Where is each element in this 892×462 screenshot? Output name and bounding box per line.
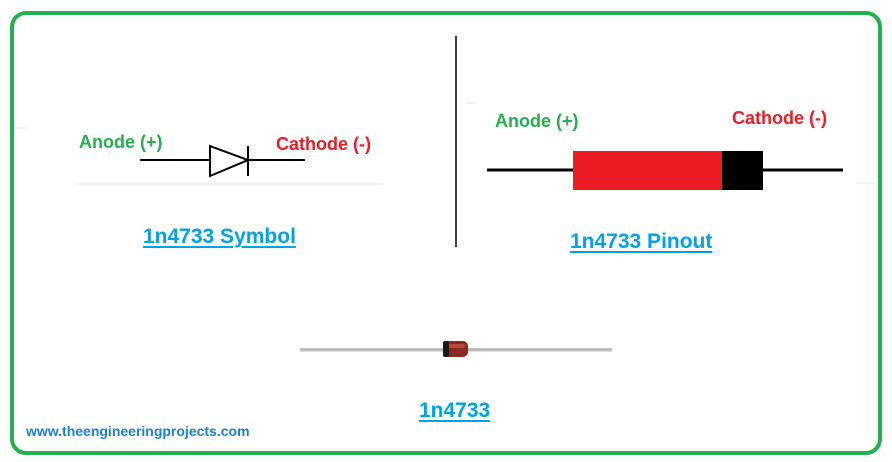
pinout-cathode-band <box>722 151 763 190</box>
pinout-body <box>573 151 723 190</box>
symbol-triangle <box>209 144 251 178</box>
pinout-anode-label: Anode (+) <box>495 111 579 131</box>
symbol-title: 1n4733 Symbol <box>143 225 296 248</box>
pinout-title: 1n4733 Pinout <box>570 230 713 253</box>
green-border-frame <box>10 11 882 455</box>
symbol-anode-label: Anode (+) <box>79 132 163 152</box>
diode-schematic-symbol <box>140 144 305 178</box>
photo-cathode-band <box>443 341 449 357</box>
photo-title: 1n4733 <box>419 399 491 422</box>
symbol-cathode-label: Cathode (-) <box>276 134 371 154</box>
website-credit: www.theengineeringprojects.com <box>26 423 250 439</box>
diode-photo <box>300 341 612 357</box>
pinout-cathode-label: Cathode (-) <box>732 108 827 128</box>
photo-glass-highlight <box>446 344 465 348</box>
diode-pinout-drawing <box>487 151 843 190</box>
